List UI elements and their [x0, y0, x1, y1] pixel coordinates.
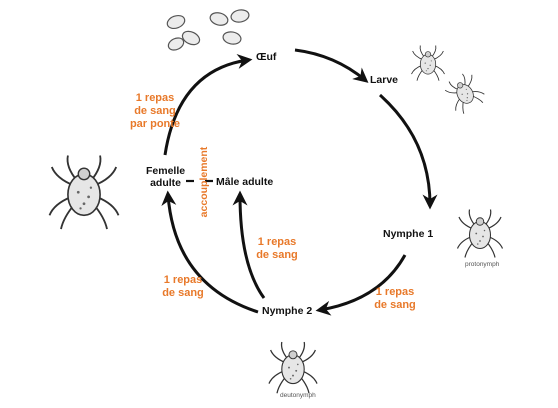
annotation-text: de sang — [256, 249, 298, 261]
larva-illustration-1 — [411, 45, 445, 82]
arrow-nymph1-to-nymph2 — [315, 254, 407, 316]
label-female-line2: adulte — [150, 177, 182, 189]
annotation-text: de sang — [134, 105, 176, 117]
caption-protonymph: protonymph — [465, 261, 500, 268]
annotation-text: 1 repas — [163, 274, 203, 286]
annotation-text: de sang — [374, 299, 416, 311]
arrow-egg-to-larva — [294, 48, 369, 83]
label-nymph1: Nymphe 1 — [383, 228, 434, 240]
annotation-meal-nymph2-male: 1 repas de sang — [252, 236, 302, 262]
adult-female-illustration — [48, 154, 120, 231]
deutonymph-illustration — [268, 341, 318, 394]
arrow-nymph2-to-female — [161, 190, 259, 314]
label-male-adult: Mâle adulte — [216, 176, 274, 188]
annotation-text: 1 repas — [135, 92, 175, 104]
protonymph-illustration — [456, 208, 504, 259]
larva-illustration-2 — [441, 69, 489, 117]
label-egg: Œuf — [256, 51, 277, 63]
label-female-adult: Femelle adulte — [146, 165, 185, 189]
caption-deutonymph: deutonymph — [280, 392, 316, 399]
annotation-meal-nymph1: 1 repas de sang — [370, 286, 420, 312]
arrow-larva-to-nymph1 — [378, 93, 438, 210]
arrow-nymph2-to-male — [232, 190, 266, 299]
annotation-text: 1 repas — [257, 236, 297, 248]
label-larva: Larve — [370, 74, 399, 86]
label-female-line1: Femelle — [146, 165, 186, 177]
label-nymph2: Nymphe 2 — [262, 305, 313, 317]
annotation-meal-per-laying: 1 repas de sang par ponte — [120, 92, 190, 131]
annotation-text: par ponte — [129, 118, 181, 130]
annotation-mating: accouplement — [198, 146, 210, 218]
annotation-meal-nymph2-female: 1 repas de sang — [158, 274, 208, 300]
eggs-illustration — [166, 9, 250, 51]
annotation-text: 1 repas — [375, 286, 415, 298]
arrow-female-to-egg — [163, 54, 253, 156]
annotation-text: de sang — [162, 287, 204, 299]
